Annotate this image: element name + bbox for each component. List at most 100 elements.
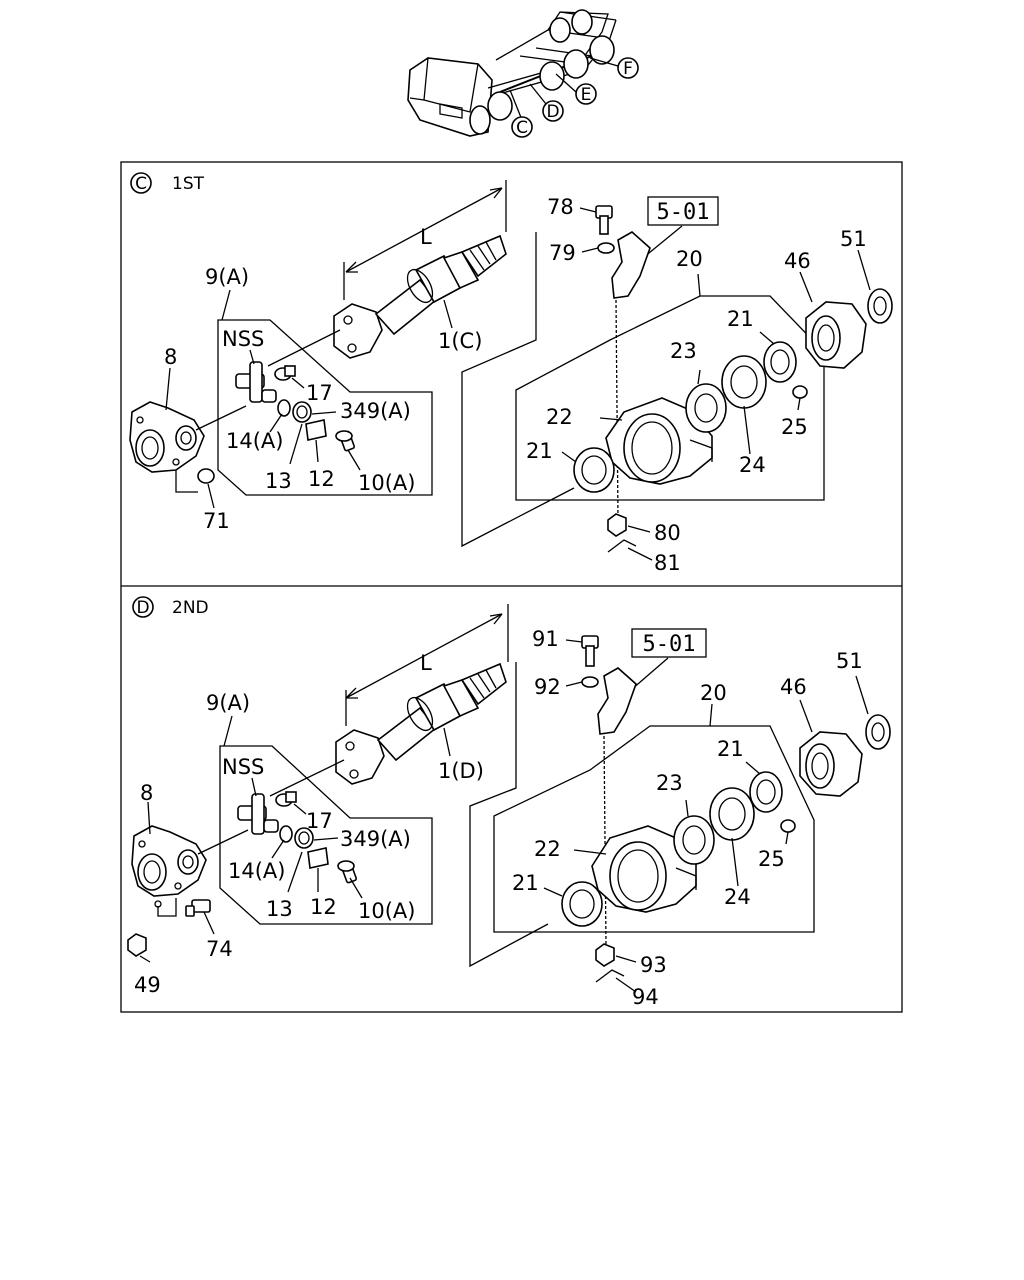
svg-text:F: F xyxy=(623,59,633,79)
seal-ring-c xyxy=(277,399,291,417)
svg-text:5-01: 5-01 xyxy=(657,200,710,225)
cotter-pin-c xyxy=(607,539,637,553)
label-21-rear: 21 xyxy=(717,737,744,761)
label-10a: 10(A) xyxy=(358,899,415,923)
label-9a: 9(A) xyxy=(205,265,249,289)
ref-box-c: 5-01 xyxy=(637,196,719,263)
flange-nut-49-d xyxy=(127,933,147,957)
lock-plate-c xyxy=(305,419,327,441)
yoke-flange-d xyxy=(131,825,207,908)
label-349a: 349(A) xyxy=(340,827,411,851)
label-79: 79 xyxy=(549,241,576,265)
bearing-d xyxy=(673,815,715,865)
cushion-d xyxy=(709,787,755,841)
marker-c: C xyxy=(511,116,533,138)
bearing-cap-c xyxy=(292,401,312,423)
section-c-header: C 1ST xyxy=(130,172,205,194)
label-24: 24 xyxy=(739,453,766,477)
companion-flange-c xyxy=(805,301,867,369)
dimension-l-c: L xyxy=(343,180,507,300)
bolt-c xyxy=(335,430,356,452)
svg-text:C: C xyxy=(516,118,528,138)
lock-plate-d xyxy=(307,847,329,869)
label-23: 23 xyxy=(670,339,697,363)
bearing-cap-d xyxy=(294,827,314,849)
label-25: 25 xyxy=(758,847,785,871)
bearing-c xyxy=(685,383,727,433)
bolt-d xyxy=(337,860,358,884)
label-8: 8 xyxy=(164,345,177,369)
leaders-c xyxy=(165,207,871,561)
leaders-d xyxy=(139,639,869,993)
label-23: 23 xyxy=(656,771,683,795)
nut-71 xyxy=(197,468,215,484)
label-51: 51 xyxy=(836,649,863,673)
svg-text:D: D xyxy=(136,598,149,618)
label-21-rear: 21 xyxy=(727,307,754,331)
dust-seal-front-d xyxy=(561,881,603,927)
section-c: C 1ST xyxy=(129,172,893,575)
flange-bolt-d xyxy=(185,899,211,917)
label-93: 93 xyxy=(640,953,667,977)
svg-text:L: L xyxy=(420,225,432,249)
dust-seal-rear-c xyxy=(763,341,797,383)
label-81: 81 xyxy=(654,551,681,575)
fitting-d xyxy=(780,819,796,833)
label-349a: 349(A) xyxy=(340,399,411,423)
label-1c: 1(C) xyxy=(438,329,482,353)
flange-nut-c xyxy=(867,288,893,324)
kit-outline-d xyxy=(219,745,433,925)
grease-fitting-c xyxy=(274,365,296,381)
companion-flange-d xyxy=(799,731,863,797)
label-22: 22 xyxy=(546,405,573,429)
cushion-c xyxy=(721,355,767,409)
cotter-pin-d xyxy=(595,969,625,983)
label-24: 24 xyxy=(724,885,751,909)
fitting-c xyxy=(792,385,808,399)
label-14a: 14(A) xyxy=(226,429,283,453)
diagram-frame xyxy=(120,161,903,1013)
label-14a: 14(A) xyxy=(228,859,285,883)
svg-text:C: C xyxy=(135,174,147,194)
label-92: 92 xyxy=(534,675,561,699)
dimension-l-d: L xyxy=(345,604,509,726)
shaft-c xyxy=(333,234,507,359)
mount-washer-d xyxy=(581,676,599,688)
label-21-front: 21 xyxy=(526,439,553,463)
seal-ring-d xyxy=(279,825,293,843)
label-46: 46 xyxy=(784,249,811,273)
label-20: 20 xyxy=(676,247,703,271)
label-nss: NSS xyxy=(222,327,264,351)
label-8: 8 xyxy=(140,781,153,805)
label-46: 46 xyxy=(780,675,807,699)
label-9a: 9(A) xyxy=(206,691,250,715)
label-80: 80 xyxy=(654,521,681,545)
center-bearing-housing-d xyxy=(591,825,697,913)
label-21-front: 21 xyxy=(512,871,539,895)
u-joint-cross-d xyxy=(237,793,279,835)
mount-bolt-d xyxy=(581,635,599,667)
label-1d: 1(D) xyxy=(438,759,484,783)
label-25: 25 xyxy=(781,415,808,439)
label-91: 91 xyxy=(532,627,559,651)
marker-f: F xyxy=(617,57,639,79)
svg-text:E: E xyxy=(581,85,592,105)
u-joint-cross-c xyxy=(235,361,277,403)
label-12: 12 xyxy=(310,895,337,919)
label-12: 12 xyxy=(308,467,335,491)
label-71: 71 xyxy=(203,509,230,533)
center-bearing-housing-c xyxy=(605,397,713,485)
section-d-header: D 2ND xyxy=(132,596,209,618)
dust-seal-front-c xyxy=(573,447,615,493)
label-20: 20 xyxy=(700,681,727,705)
label-17: 17 xyxy=(306,381,333,405)
hanger-bracket-c xyxy=(611,231,651,299)
marker-e: E xyxy=(575,83,597,105)
label-78: 78 xyxy=(547,195,574,219)
svg-text:1ST: 1ST xyxy=(172,174,205,194)
svg-text:L: L xyxy=(420,651,432,675)
mount-bolt-c xyxy=(595,205,613,235)
label-94: 94 xyxy=(632,985,659,1009)
mount-nut-c xyxy=(607,513,627,537)
